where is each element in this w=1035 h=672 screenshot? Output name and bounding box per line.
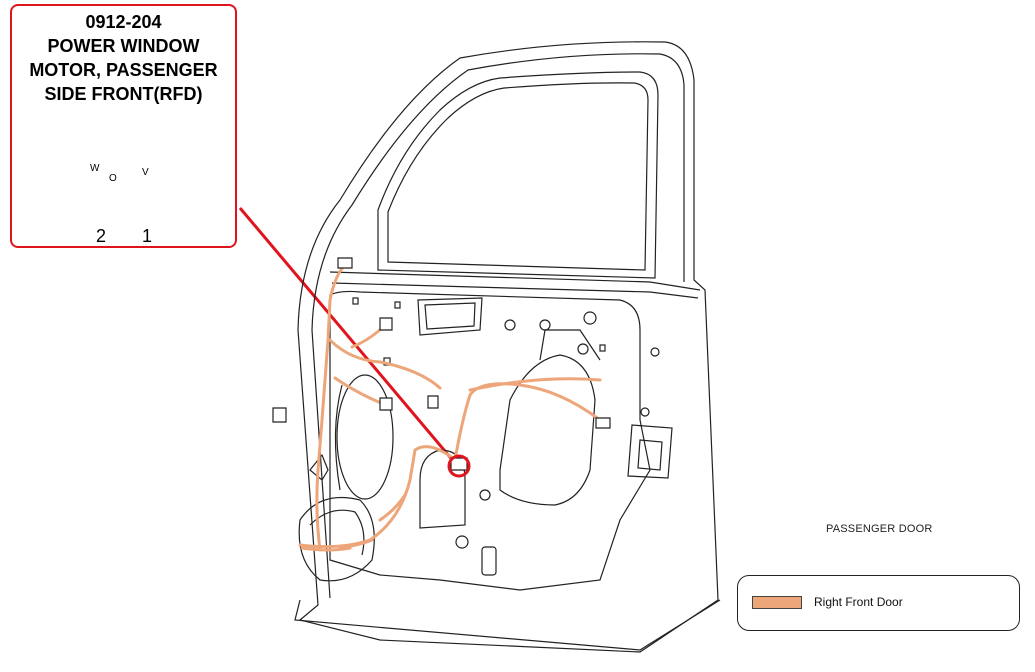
wiring-harness xyxy=(298,263,602,552)
view-label: PASSENGER DOOR xyxy=(826,523,933,535)
connector-callout-box: 0912-204 POWER WINDOW MOTOR, PASSENGER S… xyxy=(10,4,237,248)
connector-title: 0912-204 POWER WINDOW MOTOR, PASSENGER S… xyxy=(12,10,235,106)
connector-title-line-2: POWER WINDOW xyxy=(47,36,200,56)
highlighted-connector-ring xyxy=(447,454,471,478)
callout-leader-line xyxy=(238,207,457,464)
connector-title-line-4: SIDE FRONT(RFD) xyxy=(44,84,203,104)
pin-number-2: 2 xyxy=(96,226,107,246)
pin-2-wire-w: W xyxy=(90,163,100,174)
legend: Right Front Door xyxy=(737,575,1020,631)
legend-swatch xyxy=(752,596,802,609)
legend-label: Right Front Door xyxy=(814,595,903,609)
pin-number-1: 1 xyxy=(142,226,153,246)
pin-2-wire-o: O xyxy=(109,173,117,184)
connector-title-line-3: MOTOR, PASSENGER xyxy=(29,60,218,80)
pin-1-wire-v: V xyxy=(142,167,149,178)
connector-id: 0912-204 xyxy=(85,12,162,32)
harness-connectors xyxy=(272,257,611,471)
